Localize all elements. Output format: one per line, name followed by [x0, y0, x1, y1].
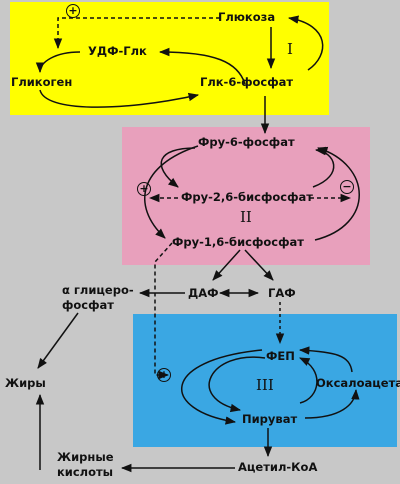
- inhibitor-fru26bp-icon: −: [340, 180, 354, 194]
- region-3-label: III: [256, 376, 274, 394]
- region-1-glycogen-box: [10, 2, 329, 115]
- label-glycerophosphate-1: α глицеро-: [62, 283, 134, 297]
- dashed-fru16bp-activation: [154, 242, 173, 380]
- dashed-activation-glucose: [53, 17, 220, 50]
- arrow-oxaloacetate-to-pep: [298, 346, 353, 373]
- label-dhap: ДАФ: [188, 286, 219, 300]
- arrow-glc6p-to-glucose-loop: [287, 15, 324, 71]
- arrow-glycogen-to-glc6p: [39, 89, 200, 108]
- region-1-label: I: [287, 40, 293, 58]
- activator-pep-icon: +: [157, 368, 171, 382]
- arrow-pep-to-pyruvate-left: [208, 356, 266, 413]
- region-2-fructose-box: [122, 127, 370, 265]
- label-glucose: Глюкоза: [218, 10, 276, 24]
- label-fru6p: Фру-6-фосфат: [198, 135, 295, 149]
- region-2-label: II: [240, 208, 252, 226]
- label-acetyl-coa: Ацетил-КоА: [238, 460, 318, 474]
- label-glycerophosphate-2: фосфат: [62, 298, 114, 312]
- label-udp-glc: УДФ-Глк: [88, 44, 147, 58]
- arrow-pyruvate-to-pep-right: [299, 357, 318, 404]
- activator-fru26bp-icon: +: [137, 182, 151, 196]
- arrow-udpglc-to-glycogen: [35, 51, 81, 74]
- arrow-fru26bp-to-fru6p: [312, 146, 335, 188]
- label-pep: ФЕП: [266, 349, 295, 363]
- label-oxaloacetate: Оксалоацетат: [316, 376, 400, 390]
- arrow-fru16bp-to-dhap: [212, 249, 241, 281]
- label-fatty-acids-2: кислоты: [57, 465, 114, 479]
- label-fru26bp: Фру-2,6-бисфосфат: [181, 190, 313, 204]
- label-pyruvate: Пируват: [242, 412, 298, 426]
- label-fru16bp: Фру-1,6-бисфосфат: [172, 235, 304, 249]
- arrow-glc6p-to-udpglc: [158, 47, 246, 85]
- arrow-pep-to-pyruvate-outer: [181, 349, 263, 425]
- arrow-fru16bp-to-fru6p: [314, 146, 360, 241]
- arrow-pyruvate-to-oxaloacetate: [304, 388, 360, 419]
- activator-glucose-icon: +: [66, 4, 80, 18]
- label-gap: ГАФ: [268, 286, 296, 300]
- arrow-fru6p-to-fru26bp: [160, 147, 196, 188]
- label-fatty-acids-1: Жирные: [57, 450, 114, 464]
- region-3-pyruvate-box: [133, 314, 397, 447]
- arrow-glycerophosphate-to-fats: [37, 312, 79, 369]
- label-glc6p: Глк-6-фосфат: [200, 75, 294, 89]
- label-fats: Жиры: [5, 376, 46, 390]
- arrow-fru16bp-to-gap: [244, 249, 274, 281]
- label-glycogen: Гликоген: [11, 75, 73, 89]
